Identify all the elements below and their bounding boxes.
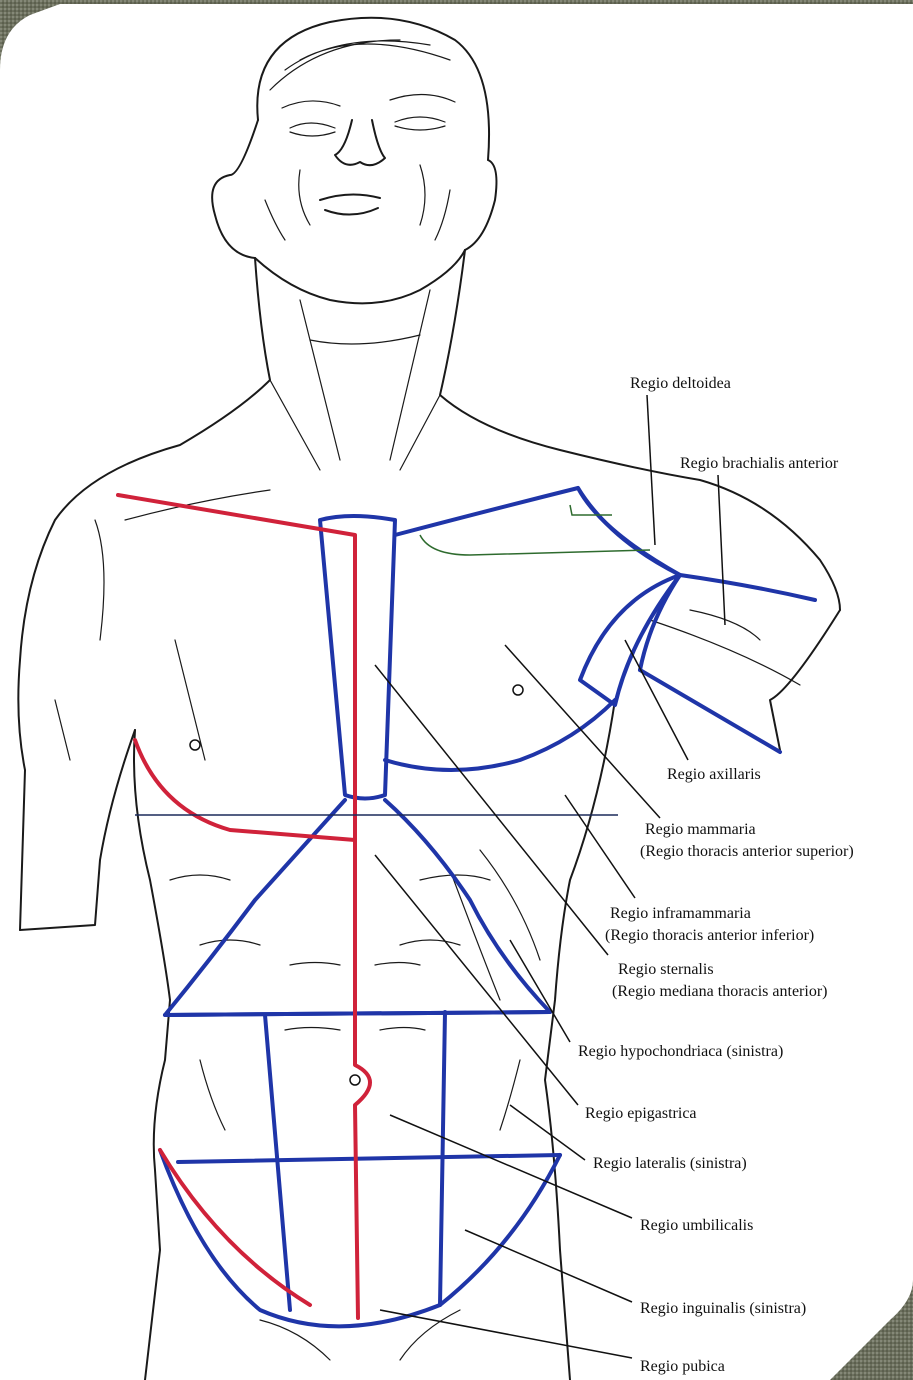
label-lateralis: Regio lateralis (sinistra) xyxy=(593,1155,747,1172)
label-hypochondriaca: Regio hypochondriaca (sinistra) xyxy=(578,1043,783,1060)
label-deltoidea: Regio deltoidea xyxy=(630,375,731,392)
label-umbilicalis: Regio umbilicalis xyxy=(640,1217,753,1234)
figure-panel xyxy=(0,4,913,1380)
label-mammaria: Regio mammaria xyxy=(645,821,756,838)
label-sternalis-alt: (Regio mediana thoracis anterior) xyxy=(612,983,827,1000)
label-axillaris: Regio axillaris xyxy=(667,766,761,783)
label-pubica: Regio pubica xyxy=(640,1358,725,1375)
label-sternalis: Regio sternalis xyxy=(618,961,714,978)
label-inguinalis: Regio inguinalis (sinistra) xyxy=(640,1300,806,1317)
label-mammaria-alt: (Regio thoracis anterior superior) xyxy=(640,843,854,860)
label-brachialis: Regio brachialis anterior xyxy=(680,455,839,472)
label-epigastrica: Regio epigastrica xyxy=(585,1105,697,1122)
label-inframammaria-alt: (Regio thoracis anterior inferior) xyxy=(605,927,814,944)
label-inframammaria: Regio inframammaria xyxy=(610,905,751,922)
